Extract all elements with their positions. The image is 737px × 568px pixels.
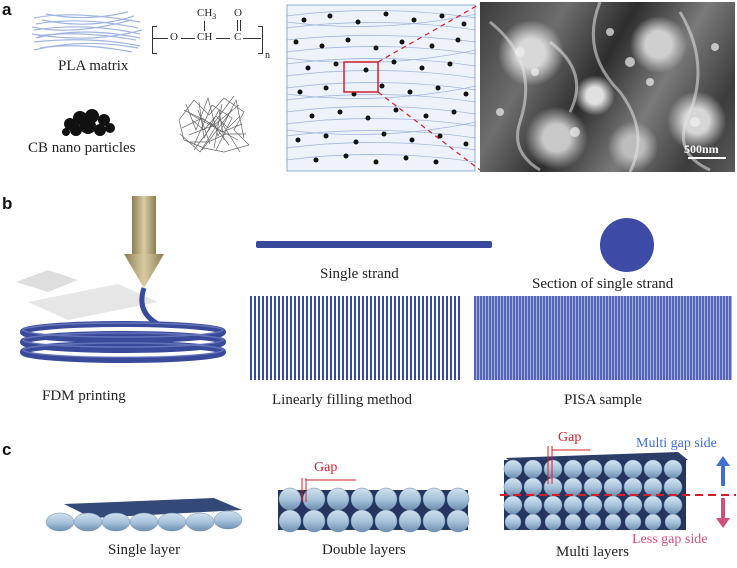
- gap-divider-line: [500, 494, 736, 496]
- multi-layers-label: Multi layers: [556, 544, 629, 560]
- multi-gap-side-label: Multi gap side: [636, 436, 717, 451]
- cb-network-illustration: [178, 95, 250, 153]
- double-gap-marker: [301, 478, 356, 502]
- linear-fill-pattern: [250, 296, 460, 380]
- panel-letter-c: c: [2, 440, 12, 459]
- single-strand-bar: [256, 241, 492, 248]
- panel-letter-b: b: [2, 194, 13, 213]
- multi-gap-label: Gap: [558, 430, 582, 445]
- double-layers-label: Double layers: [322, 542, 406, 558]
- single-strand-label: Single strand: [320, 266, 399, 282]
- panel-letter-a: a: [2, 0, 12, 19]
- sem-micrograph: 500nm: [480, 2, 735, 172]
- formula-ch: CH: [197, 31, 213, 43]
- formula-ch3: CH3: [197, 7, 217, 22]
- formula-c: C: [234, 31, 242, 43]
- linear-fill-label: Linearly filling method: [272, 392, 412, 408]
- arrow-down-icon: [716, 498, 730, 528]
- strand-section-circle: [600, 218, 654, 272]
- pisa-sample-pattern: [474, 296, 732, 380]
- zoom-lines: [377, 3, 481, 171]
- strand-section-label: Section of single strand: [532, 276, 674, 292]
- arrow-up-icon: [716, 456, 730, 486]
- formula-o-top: O: [234, 7, 242, 19]
- double-gap-label: Gap: [314, 460, 338, 475]
- cb-particles-label: CB nano particles: [28, 140, 136, 156]
- sem-scale-label: 500nm: [684, 142, 719, 156]
- pla-formula: O CH CH3 C O n: [150, 4, 300, 74]
- single-layer-label: Single layer: [108, 542, 181, 558]
- pla-fiber-illustration: [32, 11, 142, 53]
- formula-o-link: O: [170, 31, 178, 43]
- fdm-printer-illustration: [16, 196, 226, 363]
- composite-schematic: [286, 4, 476, 172]
- pisa-sample-label: PISA sample: [564, 392, 642, 408]
- cb-particle-cluster: [62, 109, 115, 136]
- single-layer-illustration: [45, 498, 243, 532]
- formula-n: n: [265, 50, 270, 61]
- multi-gap-marker: [547, 446, 590, 484]
- fdm-printing-label: FDM printing: [42, 388, 126, 404]
- pla-matrix-label: PLA matrix: [58, 58, 129, 74]
- sem-scale-bar: [688, 157, 726, 159]
- double-layers-illustration: [278, 487, 470, 533]
- less-gap-side-label: Less gap side: [632, 532, 708, 547]
- sem-texture: [489, 2, 719, 172]
